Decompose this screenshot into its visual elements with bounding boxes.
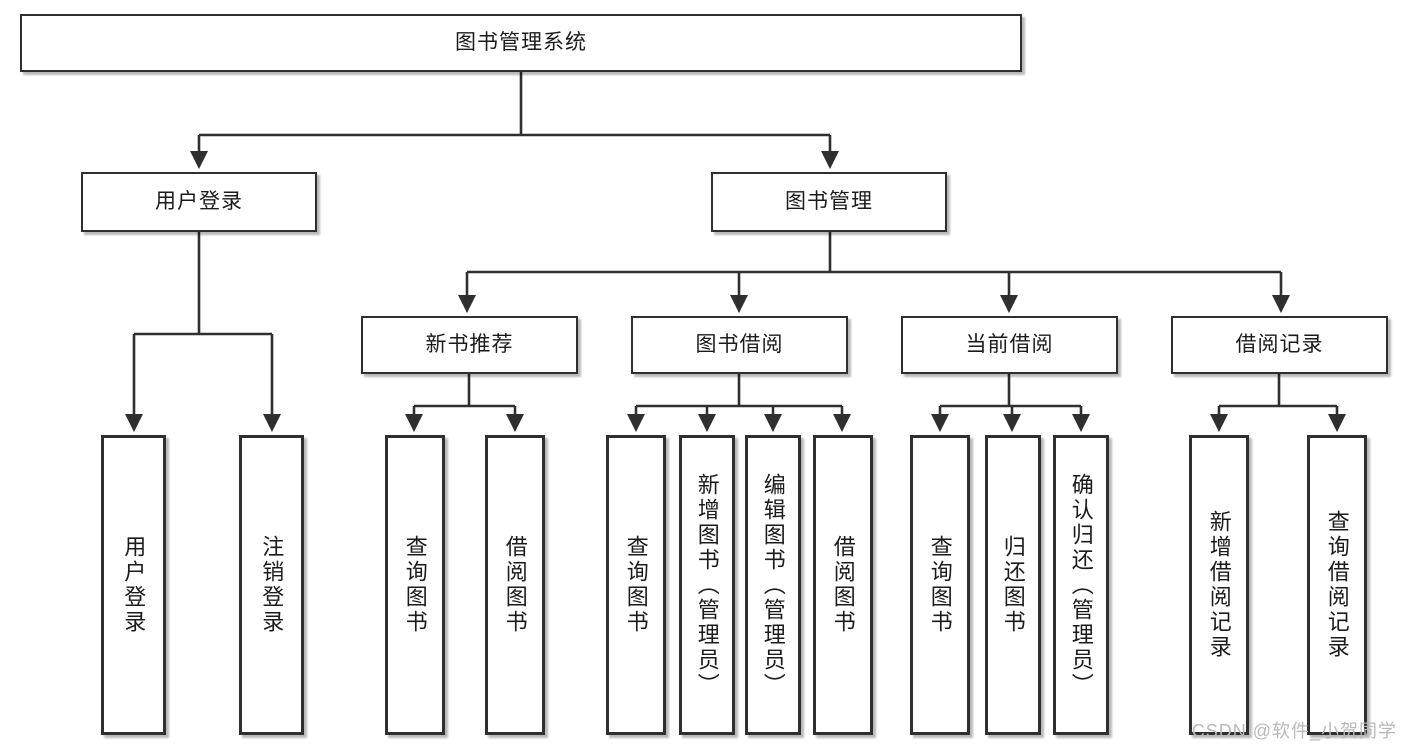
node-leaf-borrow-book-2[interactable]: 借阅图书 xyxy=(813,435,873,735)
watermark: CSDN @软件_小贺同学 xyxy=(1191,721,1397,741)
node-leaf-query-book-2-label: 查询图书 xyxy=(623,535,649,635)
node-leaf-query-book-3[interactable]: 查询图书 xyxy=(910,435,970,735)
node-root[interactable]: 图书管理系统 xyxy=(20,14,1022,72)
node-leaf-add-record-label: 新增借阅记录 xyxy=(1206,510,1232,660)
node-borrow-record[interactable]: 借阅记录 xyxy=(1171,316,1388,374)
node-leaf-query-record[interactable]: 查询借阅记录 xyxy=(1307,435,1367,735)
node-leaf-borrow-book-1-label: 借阅图书 xyxy=(502,535,528,635)
node-leaf-logout[interactable]: 注销登录 xyxy=(239,435,304,735)
node-leaf-user-login-label: 用户登录 xyxy=(121,535,147,635)
node-leaf-query-record-label: 查询借阅记录 xyxy=(1324,510,1350,660)
node-book-borrow-label: 图书借阅 xyxy=(695,332,784,356)
node-leaf-edit-book[interactable]: 编辑图书（管理员） xyxy=(745,435,801,735)
node-book-borrow[interactable]: 图书借阅 xyxy=(631,316,848,374)
node-leaf-confirm-return[interactable]: 确认归还（管理员） xyxy=(1053,435,1109,735)
node-leaf-query-book-1[interactable]: 查询图书 xyxy=(385,435,445,735)
node-leaf-logout-label: 注销登录 xyxy=(259,535,285,635)
node-root-label: 图书管理系统 xyxy=(455,30,587,54)
node-leaf-add-record[interactable]: 新增借阅记录 xyxy=(1189,435,1249,735)
node-new-book-recommend-label: 新书推荐 xyxy=(425,332,514,356)
node-leaf-return-book[interactable]: 归还图书 xyxy=(985,435,1041,735)
node-borrow-record-label: 借阅记录 xyxy=(1235,332,1324,356)
node-leaf-edit-book-label: 编辑图书（管理员） xyxy=(760,472,786,698)
node-user-login[interactable]: 用户登录 xyxy=(81,172,317,232)
node-leaf-add-book[interactable]: 新增图书（管理员） xyxy=(679,435,735,735)
node-leaf-query-book-1-label: 查询图书 xyxy=(402,535,428,635)
node-leaf-user-login[interactable]: 用户登录 xyxy=(101,435,166,735)
node-leaf-borrow-book-2-label: 借阅图书 xyxy=(830,535,856,635)
node-current-borrow-label: 当前借阅 xyxy=(965,332,1054,356)
node-book-management[interactable]: 图书管理 xyxy=(711,172,947,232)
node-leaf-borrow-book-1[interactable]: 借阅图书 xyxy=(485,435,545,735)
node-leaf-query-book-3-label: 查询图书 xyxy=(927,535,953,635)
node-leaf-query-book-2[interactable]: 查询图书 xyxy=(606,435,666,735)
node-new-book-recommend[interactable]: 新书推荐 xyxy=(361,316,578,374)
node-leaf-return-book-label: 归还图书 xyxy=(1000,535,1026,635)
node-leaf-confirm-return-label: 确认归还（管理员） xyxy=(1068,472,1094,698)
node-current-borrow[interactable]: 当前借阅 xyxy=(901,316,1118,374)
node-user-login-label: 用户登录 xyxy=(155,189,243,213)
node-leaf-add-book-label: 新增图书（管理员） xyxy=(694,472,720,698)
node-book-management-label: 图书管理 xyxy=(785,189,873,213)
